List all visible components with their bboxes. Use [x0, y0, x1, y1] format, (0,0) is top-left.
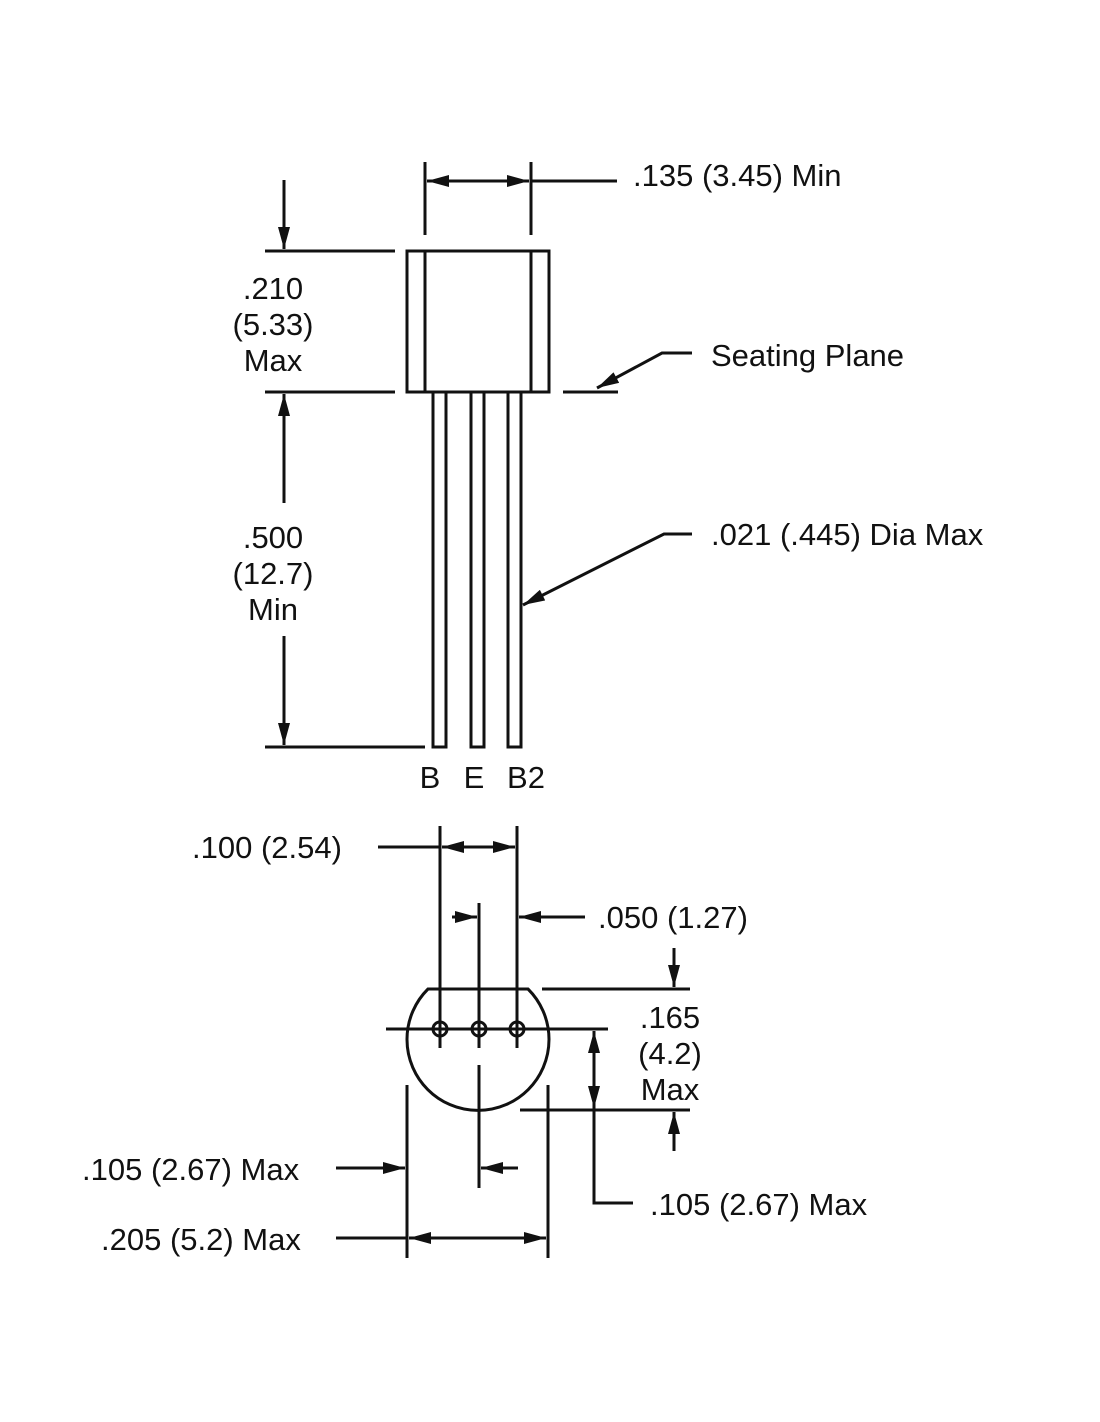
pin-label-b: B: [420, 760, 441, 795]
body-width-label: .135 (3.45) Min: [633, 158, 842, 193]
pin-label-e: E: [464, 760, 485, 795]
center-to-bottom-label: .105 (2.67) Max: [650, 1187, 868, 1222]
half-pitch-label: .050 (1.27): [598, 900, 748, 935]
body-height-label-2: (5.33): [233, 307, 314, 342]
lead-length-label-2: (12.7): [233, 556, 314, 591]
lead-length-label-3: Min: [248, 592, 298, 627]
pin-pitch-label: .100 (2.54): [192, 830, 342, 865]
seating-plane-label: Seating Plane: [711, 338, 904, 373]
pin-label-b2: B2: [507, 760, 545, 795]
lead-length-label-1: .500: [243, 520, 303, 555]
overall-width-label: .205 (5.2) Max: [101, 1222, 301, 1257]
depth-label-2: (4.2): [638, 1036, 702, 1071]
bottom-view: .100 (2.54) .050 (1.27) .165 (4.2) Max .…: [82, 826, 868, 1258]
depth-label-3: Max: [641, 1072, 700, 1107]
lead-diameter-label: .021 (.445) Dia Max: [711, 517, 984, 552]
depth-label-1: .165: [640, 1000, 700, 1035]
leads: [431, 390, 523, 749]
package-body: [405, 249, 551, 394]
center-offset-label: .105 (2.67) Max: [82, 1152, 300, 1187]
body-height-label-1: .210: [243, 271, 303, 306]
side-view: .135 (3.45) Min .210 (5.33) Max .500 (12…: [233, 158, 984, 795]
body-height-label-3: Max: [244, 343, 303, 378]
